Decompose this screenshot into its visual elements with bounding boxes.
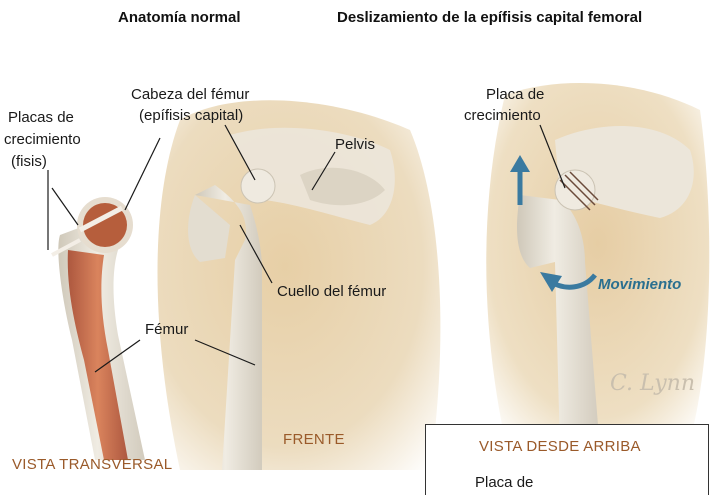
label-growth-plate-right-line1: Placa de	[486, 85, 544, 104]
label-growth-plates-line1: Placas de	[8, 108, 74, 127]
title-normal-anatomy: Anatomía normal	[118, 9, 241, 26]
label-femur: Fémur	[145, 320, 188, 339]
label-pelvis: Pelvis	[335, 135, 375, 154]
top-view-inset: VISTA DESDE ARRIBA Placa de	[425, 424, 709, 495]
label-femoral-head-line1: Cabeza del fémur	[131, 85, 249, 104]
caption-front-view: FRENTE	[283, 431, 345, 448]
label-growth-plates-line3: (fisis)	[11, 152, 47, 171]
leader-growth-plates-b	[52, 188, 78, 225]
label-growth-plates-line2: crecimiento	[4, 130, 81, 149]
caption-top-view: VISTA DESDE ARRIBA	[479, 438, 641, 455]
caption-transverse-view: VISTA TRANSVERSAL	[12, 456, 172, 473]
femur-cross-section	[52, 197, 145, 460]
label-femoral-neck: Cuello del fémur	[277, 282, 386, 301]
label-femoral-head-line2: (epífisis capital)	[139, 106, 243, 125]
label-movement: Movimiento	[598, 276, 681, 293]
label-growth-plate-right-line2: crecimiento	[464, 106, 541, 125]
title-slipped-epiphysis: Deslizamiento de la epífisis capital fem…	[337, 9, 642, 26]
leader-femoral-head-left	[125, 138, 160, 210]
artist-signature: C. Lynn	[610, 371, 695, 396]
label-top-view-growth-plate: Placa de	[475, 473, 533, 492]
